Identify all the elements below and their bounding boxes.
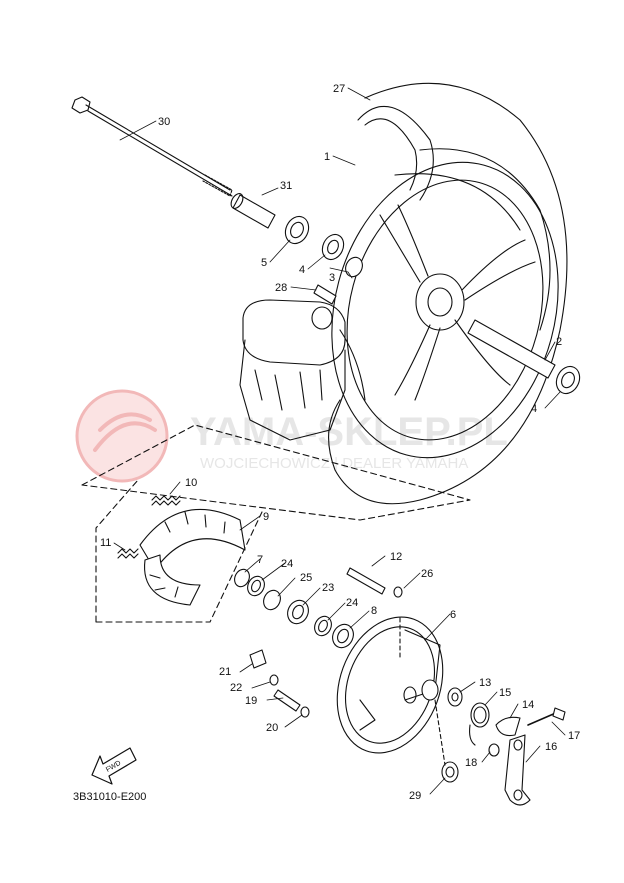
callout-24b: 24: [346, 597, 358, 609]
callout-8: 8: [371, 605, 377, 617]
gear-shaft-12: [346, 567, 386, 595]
spring-10: [151, 495, 181, 506]
callout-28: 28: [275, 282, 287, 294]
callout-14: 14: [522, 699, 534, 711]
callout-21: 21: [219, 666, 231, 678]
callout-15: 15: [499, 687, 511, 699]
spring-11: [117, 548, 139, 559]
nut-18: [488, 743, 500, 757]
callout-12: 12: [390, 551, 402, 563]
washer-20: [300, 706, 310, 718]
collar: [230, 193, 276, 229]
tire: [328, 82, 568, 505]
bolt-28: [313, 284, 337, 305]
bearing-4a: [321, 233, 345, 261]
brake-shoes: [139, 508, 246, 606]
gear-23: [287, 599, 309, 625]
wheel-rim: [331, 161, 559, 459]
callout-13: 13: [479, 677, 491, 689]
callout-labels: 27 30 1 31 5 4 3 28 2 4 10 9 11 7 24 25 …: [100, 83, 580, 802]
diagram-code: 3B31010-E200: [73, 791, 146, 803]
watermark-title: YAMA-SKLEP.PL: [190, 410, 508, 454]
return-spring-15: [469, 702, 490, 746]
callout-30: 30: [158, 116, 170, 128]
callout-11: 11: [100, 537, 111, 549]
callout-5: 5: [261, 257, 267, 269]
callout-31: 31: [280, 180, 292, 192]
bolt-17: [527, 707, 566, 726]
washer-7: [234, 568, 250, 588]
oil-seal-8: [332, 623, 354, 649]
callout-29: 29: [409, 790, 421, 802]
spacer-3: [345, 256, 363, 278]
washer-24b: [314, 615, 332, 637]
callout-1: 1: [324, 151, 330, 163]
callout-3: 3: [329, 272, 335, 284]
o-ring-22: [269, 674, 279, 686]
callout-18: 18: [465, 757, 477, 769]
leader-lines: [113, 87, 566, 795]
forward-arrow-icon: FWD: [91, 747, 137, 785]
washer-24a: [247, 575, 265, 597]
bearing-4b: [555, 365, 581, 395]
callout-25: 25: [300, 572, 312, 584]
callout-4a: 4: [299, 264, 305, 276]
axle: [71, 96, 233, 197]
callout-17: 17: [568, 730, 580, 742]
callout-10: 10: [185, 477, 197, 489]
callout-22: 22: [230, 682, 242, 694]
bearing-5: [284, 215, 310, 245]
callout-26: 26: [421, 568, 433, 580]
callout-23: 23: [322, 582, 334, 594]
indicator-plate-14: [495, 716, 521, 737]
callout-6: 6: [450, 609, 456, 621]
callout-7: 7: [257, 554, 263, 566]
callout-9: 9: [263, 511, 269, 523]
collar-29: [434, 699, 459, 783]
pin-19: [273, 689, 301, 712]
watermark-logo-icon: [75, 389, 169, 483]
brake-panel-6: [336, 616, 444, 754]
spacer-2: [467, 319, 556, 379]
washer-13: [447, 687, 463, 707]
camshaft-lever-16: [504, 734, 531, 806]
hub-housing: [239, 299, 366, 441]
cap-21: [249, 649, 267, 669]
callout-24a: 24: [281, 558, 293, 570]
o-ring-26: [393, 586, 403, 598]
watermark: YAMA-SKLEP.PL WOJCIECHOWICZ | DEALER YAM…: [75, 389, 508, 483]
callout-19: 19: [245, 695, 257, 707]
callout-4b: 4: [531, 403, 537, 415]
callout-2: 2: [556, 336, 562, 348]
callout-16: 16: [545, 741, 557, 753]
washer-25: [263, 589, 281, 611]
callout-27: 27: [333, 83, 345, 95]
callout-20: 20: [266, 722, 278, 734]
